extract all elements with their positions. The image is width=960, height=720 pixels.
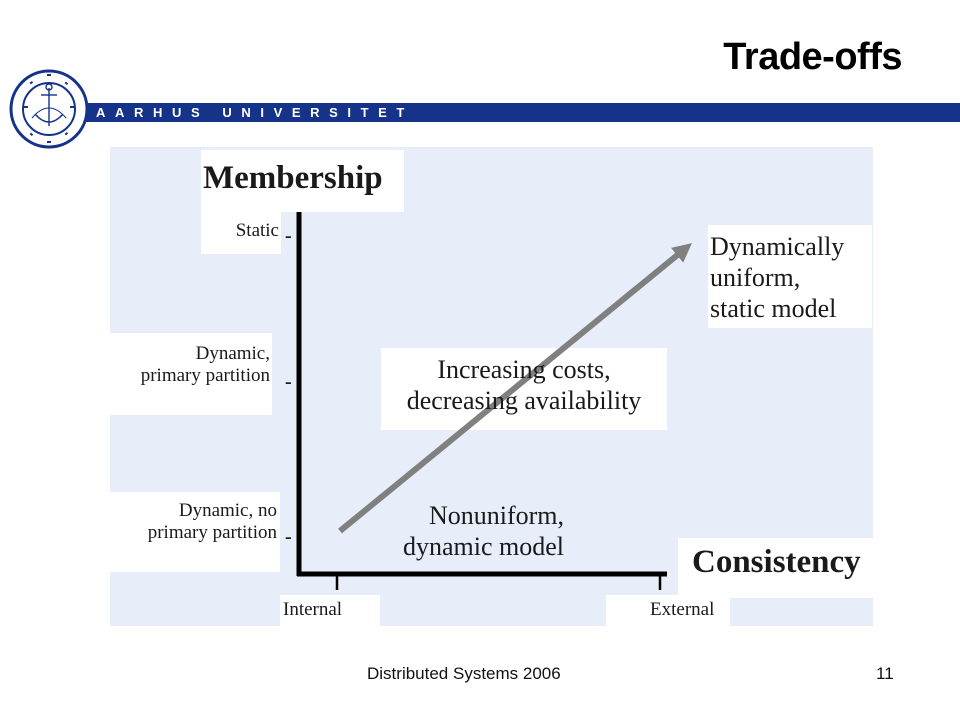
y-tick-line: primary partition (140, 365, 270, 386)
trade-off-arrow (338, 243, 692, 534)
y-tick-line: primary partition (147, 522, 277, 543)
y-tick-mark: - (285, 526, 292, 548)
y-tick-label: Static (201, 220, 279, 242)
dynamic-primary-label-bg (110, 333, 272, 415)
y-tick-mark: - (285, 371, 292, 393)
external-label-bg (606, 595, 730, 626)
y-tick-line: Static (235, 220, 279, 241)
y-tick-line: Dynamic, no (178, 500, 277, 521)
y-tick-label: Dynamic, primary partition (110, 343, 270, 387)
dynamically-uniform-bg (708, 225, 872, 328)
end-label-line: uniform, (710, 263, 801, 292)
dynamic-no-primary-label-bg (110, 492, 280, 572)
x-tick-internal: Internal (283, 599, 343, 620)
internal-label-bg (280, 595, 380, 626)
arrow-label-line: Increasing costs, (437, 355, 611, 384)
slide-title: Trade-offs (723, 36, 902, 78)
brand-text: AARHUS UNIVERSITET (96, 105, 414, 120)
y-tick-label: Dynamic, no primary partition (110, 500, 277, 544)
arrow-label-line: decreasing availability (406, 386, 642, 415)
start-label-line: dynamic model (402, 532, 564, 561)
y-tick-mark: - (285, 225, 292, 247)
consistency-label-bg (678, 538, 873, 598)
university-seal-logo (9, 69, 89, 149)
start-label: Nonuniform, dynamic model (384, 500, 564, 562)
y-tick-line: Dynamic, (195, 343, 270, 364)
start-label-line: Nonuniform, (428, 501, 564, 530)
y-axis-title: Membership (203, 160, 383, 196)
brand-bar (86, 103, 960, 122)
costs-annotation-bg (381, 348, 667, 430)
end-label: Dynamically uniform, static model (710, 231, 844, 324)
x-axis-title: Consistency (692, 544, 861, 580)
end-label-line: Dynamically (710, 232, 845, 261)
page-number: 11 (876, 664, 894, 683)
membership-label-bg (201, 150, 404, 212)
x-tick-external: External (650, 599, 715, 620)
arrow-label: Increasing costs, decreasing availabilit… (381, 354, 667, 416)
end-label-line: static model (710, 294, 837, 323)
static-label-bg (201, 212, 281, 254)
footer-text: Distributed Systems 2006 (367, 664, 561, 683)
